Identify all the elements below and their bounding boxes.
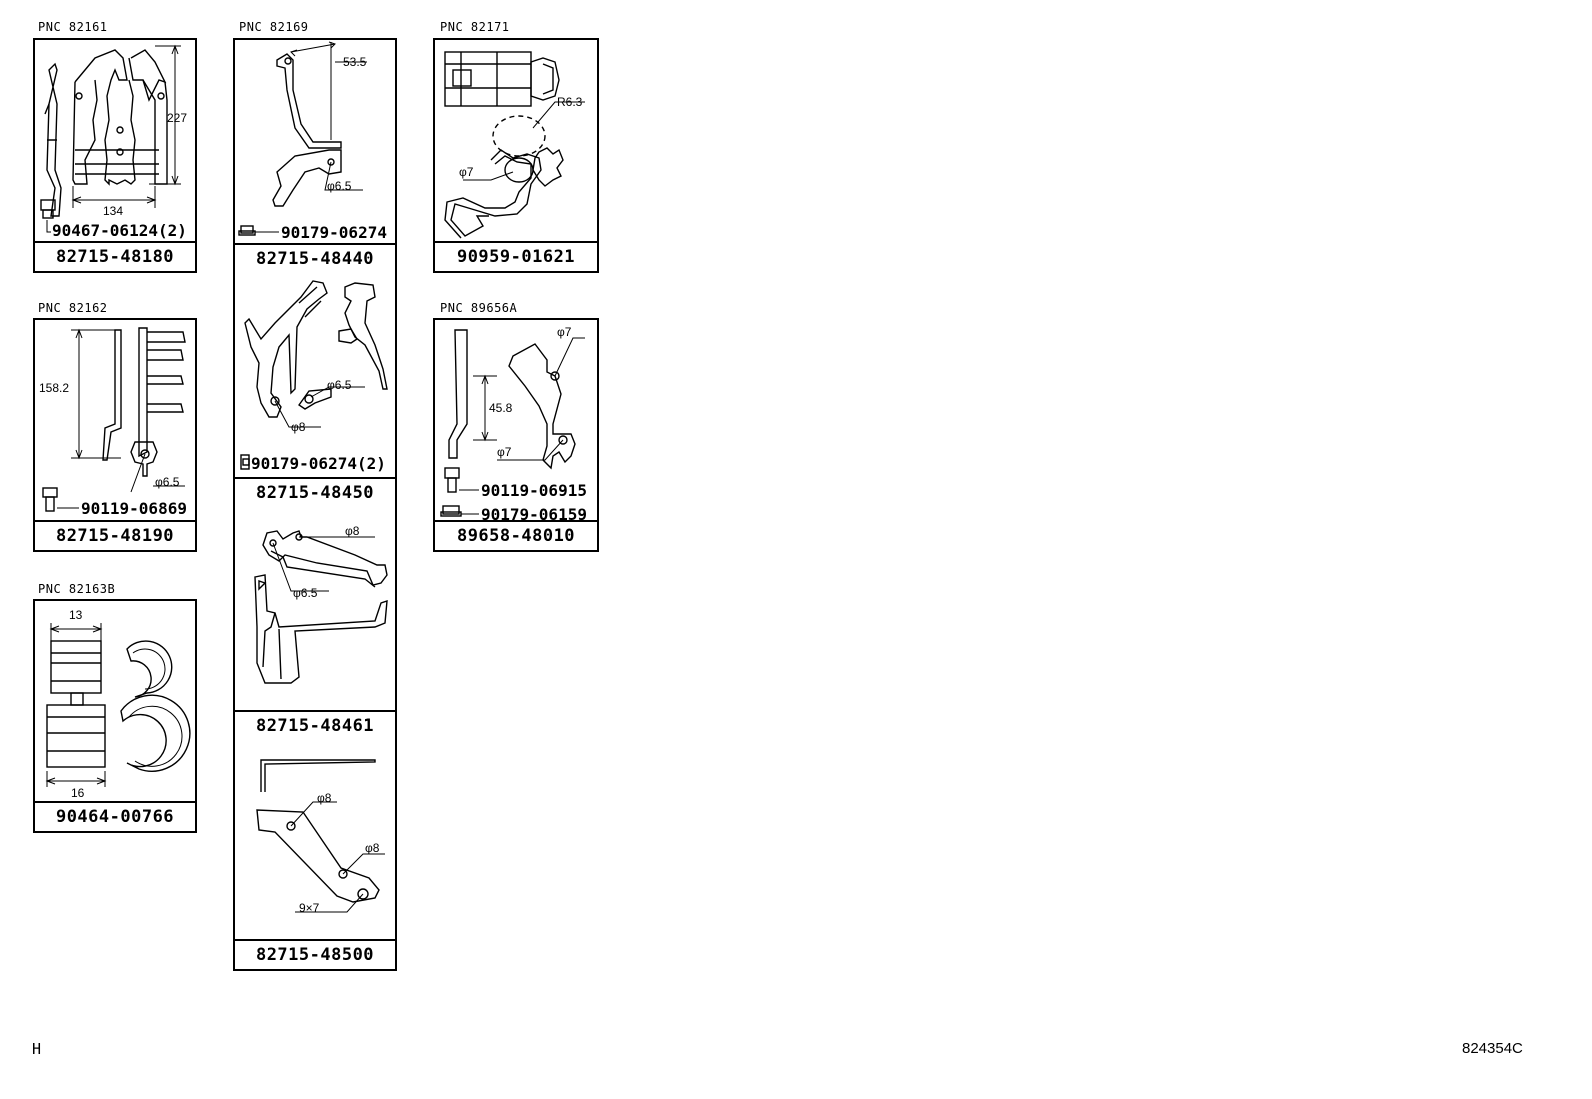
part-number: 89658-48010 bbox=[435, 520, 597, 550]
pnc-label: PNC 82162 bbox=[38, 301, 108, 315]
dimension-label: 9×7 bbox=[299, 901, 320, 915]
clip-drawing: R6.3 φ7 bbox=[444, 51, 585, 239]
part-number: 82715-48500 bbox=[235, 939, 395, 969]
bracket-drawing: 45.8 φ7 φ7 90119-06915 90179-06159 bbox=[440, 325, 587, 524]
part-panel-90959-01621[interactable]: R6.3 φ7 90959-01621 bbox=[433, 38, 599, 273]
part-panel-82715-48461[interactable]: φ8 φ6.5 82715-48461 bbox=[235, 507, 395, 740]
illustration-code: 824354C bbox=[1462, 1040, 1523, 1057]
dimension-label: 158.2 bbox=[39, 381, 69, 395]
part-number: 82715-48190 bbox=[35, 520, 195, 550]
dimension-label: φ8 bbox=[291, 420, 306, 434]
part-panel-82715-48180[interactable]: 227 134 90467-06124(2) 82715-48180 bbox=[33, 38, 197, 273]
part-panel-82715-48500[interactable]: φ8 φ8 9×7 82715-48500 bbox=[235, 740, 395, 969]
part-panel-90464-00766[interactable]: 13 16 90464-00766 bbox=[33, 599, 197, 833]
part-panel-stack: 53.5 φ6.5 90179-06274 82715-48440 φ6.5 φ… bbox=[233, 38, 397, 971]
pnc-label: PNC 82171 bbox=[440, 20, 510, 34]
dimension-label: φ7 bbox=[557, 325, 572, 339]
part-number: 82715-48450 bbox=[235, 477, 395, 507]
part-number: 90959-01621 bbox=[435, 241, 597, 271]
bolt-part-number: 90179-06274 bbox=[281, 223, 387, 242]
dimension-label: φ6.5 bbox=[327, 179, 352, 193]
part-panel-82715-48190[interactable]: 158.2 φ6.5 90119-06869 82715-48190 bbox=[33, 318, 197, 552]
dimension-label: R6.3 bbox=[557, 95, 583, 109]
dimension-label: 227 bbox=[167, 111, 187, 125]
clamp-drawing: 13 16 bbox=[45, 608, 191, 800]
part-panel-82715-48450[interactable]: φ6.5 φ8 90179-06274(2) 82715-48450 bbox=[235, 273, 395, 507]
part-number: 90464-00766 bbox=[35, 801, 195, 831]
bolt-part-number: 90119-06869 bbox=[81, 499, 187, 518]
dimension-label: 53.5 bbox=[343, 55, 367, 69]
dimension-label: φ8 bbox=[317, 791, 332, 805]
dimension-label: φ8 bbox=[345, 524, 360, 538]
bracket-drawing: φ8 φ6.5 bbox=[254, 524, 388, 684]
dimension-label: 13 bbox=[69, 608, 83, 622]
bracket-drawing: φ8 φ8 9×7 bbox=[256, 759, 385, 915]
bolt-part-number: 90179-06274(2) bbox=[251, 454, 386, 473]
dimension-label: φ7 bbox=[459, 165, 474, 179]
dimension-label: 16 bbox=[71, 786, 85, 800]
dimension-label: 134 bbox=[103, 204, 123, 218]
pnc-label: PNC 82161 bbox=[38, 20, 108, 34]
pnc-label: PNC 82163B bbox=[38, 582, 116, 596]
dimension-label: φ6.5 bbox=[293, 586, 318, 600]
bracket-drawing: 158.2 φ6.5 90119-06869 bbox=[39, 327, 187, 518]
pnc-label: PNC 89656A bbox=[440, 301, 518, 315]
pnc-label: PNC 82169 bbox=[239, 20, 309, 34]
dimension-label: 45.8 bbox=[489, 401, 513, 415]
dimension-label: φ6.5 bbox=[327, 378, 352, 392]
bolt-part-number: 90119-06915 bbox=[481, 481, 587, 500]
dimension-label: φ6.5 bbox=[155, 475, 180, 489]
bolt-part-number: 90467-06124(2) bbox=[52, 221, 187, 240]
bracket-drawing: φ6.5 φ8 90179-06274(2) bbox=[240, 280, 388, 473]
bracket-drawing: 227 134 90467-06124(2) bbox=[40, 44, 187, 240]
dimension-label: φ7 bbox=[497, 445, 512, 459]
part-number: 82715-48440 bbox=[235, 243, 395, 273]
corner-code-left: H bbox=[32, 1040, 42, 1058]
part-number: 82715-48180 bbox=[35, 241, 195, 271]
dimension-label: φ8 bbox=[365, 841, 380, 855]
part-panel-82715-48440[interactable]: 53.5 φ6.5 90179-06274 82715-48440 bbox=[235, 40, 395, 273]
part-panel-89658-48010[interactable]: 45.8 φ7 φ7 90119-06915 90179-06159 89658… bbox=[433, 318, 599, 552]
part-number: 82715-48461 bbox=[235, 710, 395, 740]
bracket-drawing: 53.5 φ6.5 90179-06274 bbox=[238, 41, 387, 242]
bolt-part-number: 90179-06159 bbox=[481, 505, 587, 524]
